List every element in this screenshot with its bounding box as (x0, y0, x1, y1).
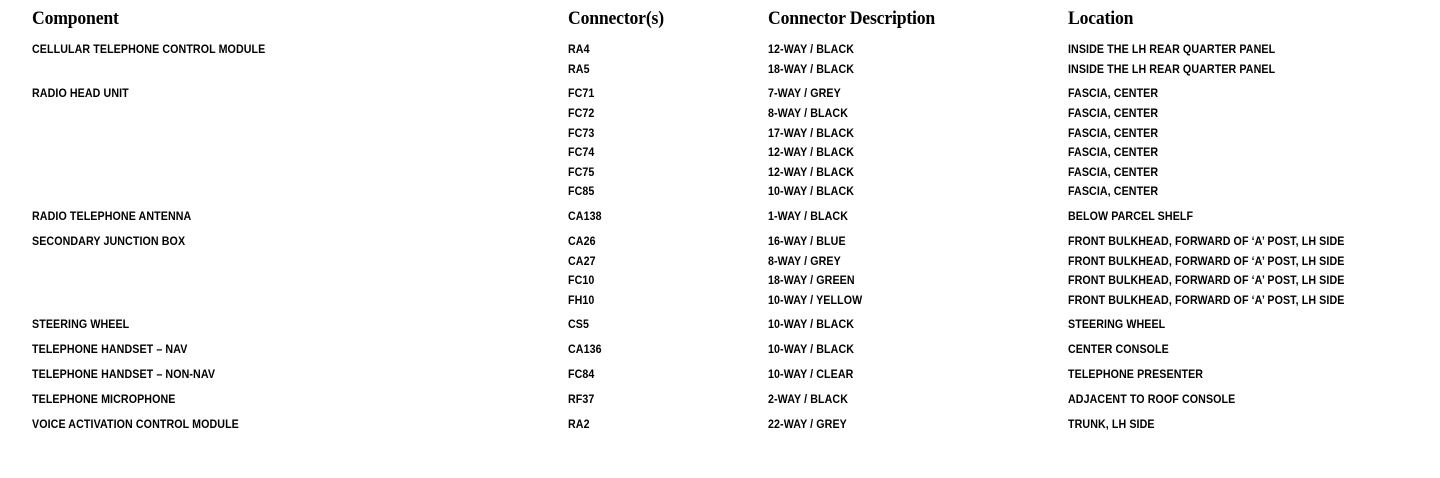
cell-connector-description: 10-WAY / BLACK (768, 185, 855, 199)
cell-connector: RA5 (568, 62, 590, 76)
cell-connector: CA138 (568, 210, 602, 224)
cell-location: INSIDE THE LH REAR QUARTER PANEL (1068, 62, 1276, 76)
cell-location: TELEPHONE PRESENTER (1068, 368, 1204, 382)
cell-location: INSIDE THE LH REAR QUARTER PANEL (1068, 43, 1276, 56)
cell-component: RADIO HEAD UNIT (32, 87, 129, 101)
cell-location: TRUNK, LH SIDE (1068, 417, 1155, 431)
table-row: TELEPHONE HANDSET – NAV CA136 10-WAY / BLA… (0, 342, 1440, 362)
cell-connector: CA26 (568, 234, 596, 248)
column-header-connectors: Connector(s) (568, 8, 664, 29)
cell-connector: CA136 (568, 343, 602, 357)
column-header-component: Component (32, 8, 119, 29)
cell-connector: FC84 (568, 368, 595, 382)
cell-location: STEERING WHEEL (1068, 318, 1166, 332)
cell-location: FRONT BULKHEAD, FORWARD OF ‘A’ POST, LH … (1068, 293, 1345, 307)
cell-connector: RA4 (568, 43, 590, 56)
cell-connector-description: 12-WAY / BLACK (768, 43, 855, 56)
cell-connector-description: 12-WAY / BLACK (768, 165, 855, 179)
cell-connector: FC10 (568, 274, 595, 288)
table-row: SECONDARY JUNCTION BOXFC1018-WAY / GREEN… (0, 273, 1440, 293)
cell-connector: FC85 (568, 185, 595, 199)
cell-connector: CS5 (568, 318, 590, 332)
cell-location: FRONT BULKHEAD, FORWARD OF ‘A’ POST, LH … (1068, 234, 1345, 248)
table-row: RADIO HEAD UNITFC7317-WAY / BLACKFASCIA,… (0, 126, 1440, 146)
cell-connector-description: 10-WAY / BLACK (768, 318, 855, 332)
cell-connector-description: 1-WAY / BLACK (768, 210, 849, 224)
cell-location: FRONT BULKHEAD, FORWARD OF ‘A’ POST, LH … (1068, 254, 1345, 268)
cell-connector-description: 16-WAY / BLUE (768, 234, 846, 248)
cell-location: FASCIA, CENTER (1068, 126, 1159, 140)
cell-connector-description: 22-WAY / GREY (768, 417, 847, 431)
table-row: SECONDARY JUNCTION BOX CA26 16-WAY / BLUE F… (0, 234, 1440, 254)
cell-connector: RF37 (568, 392, 595, 406)
table-row: RADIO HEAD UNITFC7512-WAY / BLACKFASCIA,… (0, 165, 1440, 185)
cell-location: CENTER CONSOLE (1068, 343, 1169, 357)
table-row: SECONDARY JUNCTION BOXCA278-WAY / GREYFR… (0, 254, 1440, 274)
cell-component: VOICE ACTIVATION CONTROL MODULE (32, 417, 239, 431)
cell-connector: RA2 (568, 417, 590, 431)
cell-location: FASCIA, CENTER (1068, 165, 1159, 179)
column-header-description: Connector Description (768, 8, 936, 29)
cell-connector-description: 2-WAY / BLACK (768, 392, 849, 406)
cell-connector: FC72 (568, 106, 595, 120)
table-header-row: Component Connector(s) Connector Descrip… (0, 8, 1440, 34)
cell-connector: FC74 (568, 146, 595, 160)
cell-connector: FH10 (568, 293, 595, 307)
table-row: RADIO HEAD UNITFC7412-WAY / BLACKFASCIA,… (0, 145, 1440, 165)
cell-connector-description: 8-WAY / GREY (768, 254, 841, 268)
cell-component: TELEPHONE HANDSET – NAV (32, 343, 188, 357)
cell-location: ADJACENT TO ROOF CONSOLE (1068, 392, 1236, 406)
cell-component: STEERING WHEEL (32, 318, 130, 332)
cell-connector-description: 10-WAY / CLEAR (768, 368, 854, 382)
cell-connector-description: 7-WAY / GREY (768, 87, 841, 101)
cell-connector: FC71 (568, 87, 595, 101)
cell-component: TELEPHONE HANDSET – NON-NAV (32, 368, 216, 382)
cell-location: FASCIA, CENTER (1068, 106, 1159, 120)
table-body: CELLULAR TELEPHONE CONTROL MODULE RA4 12-W… (0, 42, 1440, 436)
cell-connector: FC75 (568, 165, 595, 179)
cell-connector: CA27 (568, 254, 596, 268)
cell-location: FRONT BULKHEAD, FORWARD OF ‘A’ POST, LH … (1068, 274, 1345, 288)
table-row: RADIO HEAD UNITFC728-WAY / BLACKFASCIA, … (0, 106, 1440, 126)
cell-connector-description: 17-WAY / BLACK (768, 126, 855, 140)
cell-component: CELLULAR TELEPHONE CONTROL MODULE (32, 43, 266, 56)
table-row: RADIO HEAD UNITFC8510-WAY / BLACKFASCIA,… (0, 184, 1440, 204)
cell-connector: FC73 (568, 126, 595, 140)
cell-component: SECONDARY JUNCTION BOX (32, 234, 186, 248)
table-row: RADIO HEAD UNIT FC71 7-WAY / GREY FASCIA, C… (0, 86, 1440, 106)
table-row: STEERING WHEEL CS5 10-WAY / BLACK STEERING … (0, 317, 1440, 337)
cell-connector-description: 10-WAY / BLACK (768, 343, 855, 357)
table-row: RADIO TELEPHONE ANTENNA CA138 1-WAY / BLAC… (0, 209, 1440, 229)
cell-component: RADIO TELEPHONE ANTENNA (32, 210, 192, 224)
cell-connector-description: 8-WAY / BLACK (768, 106, 849, 120)
table-row: SECONDARY JUNCTION BOXFH1010-WAY / YELLO… (0, 293, 1440, 313)
table-row: TELEPHONE HANDSET – NON-NAV FC84 10-WAY / … (0, 367, 1440, 387)
table-row: TELEPHONE MICROPHONE RF37 2-WAY / BLACK ADJ… (0, 392, 1440, 412)
cell-connector-description: 10-WAY / YELLOW (768, 293, 863, 307)
table-row: CELLULAR TELEPHONE CONTROL MODULE RA4 12-W… (0, 42, 1440, 62)
table-row: VOICE ACTIVATION CONTROL MODULE RA2 22-WAY… (0, 417, 1440, 437)
cell-location: BELOW PARCEL SHELF (1068, 210, 1194, 224)
column-header-location: Location (1068, 8, 1134, 29)
cell-component: TELEPHONE MICROPHONE (32, 392, 176, 406)
cell-location: FASCIA, CENTER (1068, 87, 1159, 101)
cell-location: FASCIA, CENTER (1068, 146, 1159, 160)
cell-connector-description: 18-WAY / BLACK (768, 62, 855, 76)
cell-location: FASCIA, CENTER (1068, 185, 1159, 199)
cell-connector-description: 12-WAY / BLACK (768, 146, 855, 160)
table-row: CELLULAR TELEPHONE CONTROL MODULERA518-W… (0, 62, 1440, 82)
cell-connector-description: 18-WAY / GREEN (768, 274, 855, 288)
